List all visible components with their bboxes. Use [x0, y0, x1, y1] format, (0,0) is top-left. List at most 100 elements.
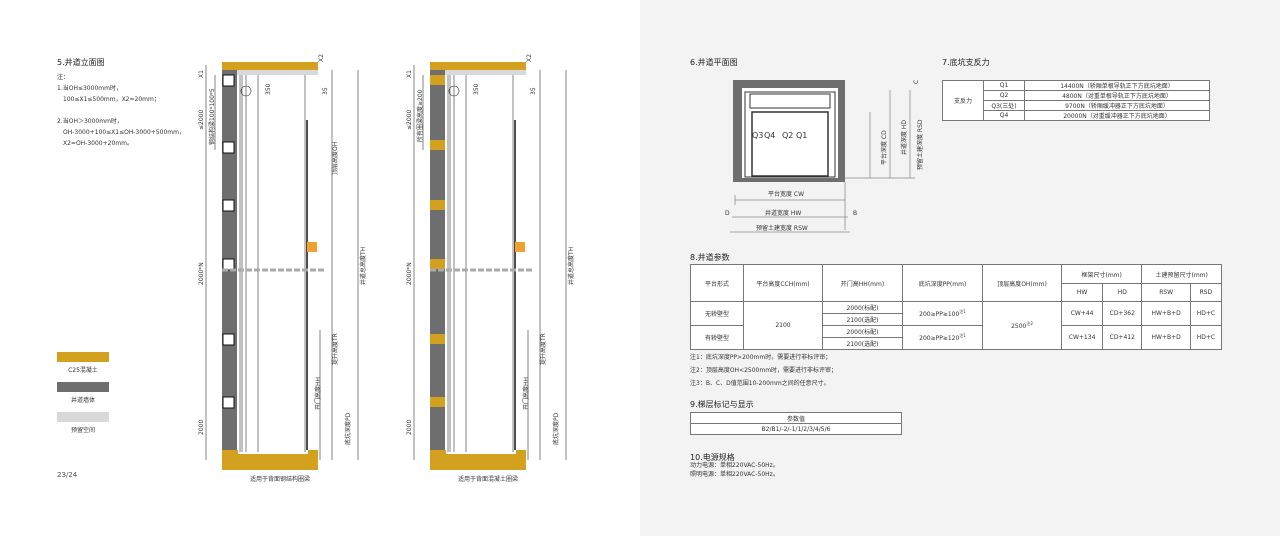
section9-title: 9.梯层标记与显示	[690, 400, 754, 409]
th-pp: 底坑深度PP(mm)	[902, 264, 983, 302]
cell-oh: 2500注2	[982, 301, 1062, 350]
table-row: 有轿壁型 2000(标配) 200≥PP≥120注1 CW+134 CD+412…	[690, 325, 1223, 350]
dim-th-2: 井道总高度TH	[567, 247, 575, 285]
table-note-1: 注1：底坑深度PP>200mm时，需要进行非标评审；	[690, 354, 832, 361]
row-header: 支反力	[942, 80, 984, 121]
note-2c: X2=OH-3000+20mm。	[63, 140, 133, 147]
label-c: C	[913, 80, 920, 84]
dim-le2000: ≤2000	[198, 110, 205, 130]
th-rsd: RSD	[1189, 283, 1223, 302]
cell-hw: CW+134	[1060, 325, 1104, 350]
section7-title: 7.底坑支反力	[942, 58, 990, 67]
dim-th: 井道总高度TH	[359, 247, 367, 285]
dim-x2-2: X2	[526, 54, 533, 62]
cell-pp: 200≥PP≥120注1	[902, 325, 983, 350]
th-type: 平台形式	[690, 264, 744, 302]
dim-tr-2: 提升高度TR	[539, 333, 547, 365]
dim-35-2: 35	[530, 87, 537, 95]
dim-x1-2: X1	[406, 70, 413, 78]
shaft-params-table: 平台形式 平台高度CCH(mm) 开门高HH(mm) 底坑深度PP(mm) 顶层…	[690, 264, 1223, 350]
dim-hh-2: 开门高度HH	[522, 377, 530, 410]
legend-label-reserved: 预留空间	[70, 427, 95, 434]
label-q1: Q1	[796, 131, 807, 140]
legend-label-concrete: C25混凝土	[68, 367, 98, 374]
page-number: 23/24	[57, 471, 78, 479]
cell-hd: CD+362	[1102, 301, 1143, 326]
section6-title: 6.井道平面图	[690, 58, 738, 67]
section10-title: 10.电源规格	[690, 453, 735, 462]
left-page: 5.井道立面图 注： 1.当OH≤3000mm时， 100≤X1≤500mm，X…	[57, 53, 575, 483]
oh-value: 2500	[1011, 323, 1027, 330]
note-1b: 100≤X1≤500mm，X2=20mm；	[63, 96, 160, 103]
th-rsw: RSW	[1141, 283, 1191, 302]
elevation-drawing-steel	[205, 62, 359, 470]
cell-hw: CW+44	[1060, 301, 1104, 326]
label-cw: 平台宽度 CW	[768, 190, 804, 198]
th-param: 参数值	[690, 412, 902, 424]
legend-swatch-wall	[57, 382, 109, 392]
dim-pd-2: 底坑深度PD	[552, 412, 560, 445]
cell-key: Q1	[983, 80, 1025, 91]
cell-hh: 2000(标配)	[822, 325, 903, 338]
label-rsd: 预留土建深度 RSD	[916, 119, 924, 170]
elevation-drawing-concrete	[413, 62, 567, 470]
cell-cch: 2100	[743, 301, 823, 350]
label-d: D	[725, 210, 730, 217]
label-q2: Q2	[782, 131, 793, 140]
cell-rsd: HD+C	[1189, 301, 1223, 326]
legend-swatch-concrete	[57, 352, 109, 362]
cell-rsw: HW+B+D	[1141, 301, 1191, 326]
dim-2000n: 2000*N	[198, 262, 205, 285]
table-note-3: 注3：B、C、D值范围10-200mm之间的任意尺寸。	[690, 380, 830, 387]
oh-note: 注2	[1026, 321, 1033, 326]
cell-type: 无轿壁型	[690, 301, 744, 326]
cell-hh: 2100(选配)	[822, 337, 903, 350]
cell-key: Q4	[983, 110, 1025, 121]
section8-title: 8.井道参数	[690, 253, 730, 262]
dim-hh: 开门高度HH	[314, 377, 322, 410]
dim-2000-2: 2000	[406, 420, 413, 435]
cell-hh: 2100(选配)	[822, 313, 903, 326]
label-q3: Q3	[752, 131, 763, 140]
dim-35: 35	[322, 87, 329, 95]
legend-swatch-reserved	[57, 412, 109, 422]
dim-350: 350	[265, 83, 272, 95]
cell-rsd: HD+C	[1189, 325, 1223, 350]
beam-label-concrete: 所有圈梁高度≥200	[416, 89, 424, 142]
label-q4: Q4	[764, 131, 775, 140]
dim-pd: 底坑深度PD	[344, 412, 352, 445]
dim-2000: 2000	[198, 420, 205, 435]
pp-note: 注1	[959, 333, 966, 338]
dim-2000n-2: 2000*N	[406, 262, 413, 285]
note-label: 注：	[57, 74, 70, 81]
label-hw: 井道宽度 HW	[765, 209, 801, 217]
cell-value: 4800N（对重单根导轨正下方底坑地面）	[1024, 90, 1210, 101]
note-2b: OH-3000+100≤X1≤OH-3000+500mm，	[63, 129, 185, 136]
cell-floors: B2/B1/-2/-1/1/2/3/4/5/6	[690, 423, 902, 435]
dim-le2000-2: ≤2000	[406, 110, 413, 130]
plan-drawing: Q3 Q4 Q2 Q1 平台宽度 CW 井道宽度 HW 预留土建宽度 RSW D…	[725, 80, 924, 233]
label-cd: 平台深度 CD	[880, 130, 888, 165]
dim-x1: X1	[198, 70, 205, 78]
caption-steel: 适用于背面钢结构圈梁	[250, 475, 310, 483]
right-page: 6.井道平面图 Q3 Q4 Q2 Q1 平台宽度 CW 井道宽度 HW 预留土建…	[640, 0, 1280, 536]
cell-hh: 2000(标配)	[822, 301, 903, 314]
note-2a: 2.当OH＞3000mm时，	[57, 118, 123, 125]
pp-value: 200≥PP≥100	[919, 311, 960, 318]
cell-key: Q3(三处)	[983, 100, 1025, 111]
elevation-drawings: 适用于背面钢结构圈梁 适用于背面混凝土圈梁 X1 X2 350 35 ≤2000…	[198, 54, 575, 483]
pp-note: 注1	[959, 309, 966, 314]
cell-pp: 200≥PP≥100注1	[902, 301, 983, 326]
th-hh: 开门高HH(mm)	[822, 264, 903, 302]
beam-label-steel: 钢结构梁100*100*5	[208, 88, 216, 145]
caption-concrete: 适用于背面混凝土圈梁	[458, 475, 518, 483]
floor-marking-table: 参数值 B2/B1/-2/-1/1/2/3/4/5/6	[690, 412, 902, 435]
dim-oh: 顶层高度OH	[331, 142, 339, 175]
label-hd: 井道深度 HD	[900, 120, 908, 155]
dim-x2: X2	[318, 54, 325, 62]
label-rsw: 预留土建宽度 RSW	[756, 224, 808, 232]
cell-key: Q2	[983, 90, 1025, 101]
pp-value: 200≥PP≥120	[919, 335, 960, 342]
th-hd: HD	[1102, 283, 1143, 302]
